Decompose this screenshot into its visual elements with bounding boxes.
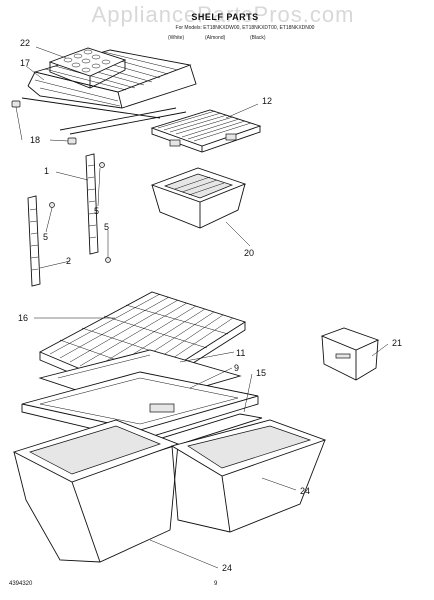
callout-11: 11 (236, 348, 245, 358)
callout-2: 2 (66, 256, 71, 266)
crisper-cover-frame (21, 371, 259, 441)
crisper-cover (150, 109, 262, 153)
callout-20: 20 (244, 248, 254, 258)
callout-22: 22 (20, 38, 30, 48)
callout-numbers: 22 17 12 18 1 5 5 5 2 20 16 11 9 15 21 2… (18, 38, 402, 573)
callout-17: 17 (20, 58, 30, 68)
crisper-drawer-left (12, 419, 180, 563)
egg-tray (48, 47, 127, 89)
meat-pan (150, 167, 247, 229)
color-white: (White) (168, 35, 185, 41)
callout-12: 12 (262, 96, 272, 106)
callout-21: 21 (392, 338, 402, 348)
callout-9: 9 (234, 363, 239, 373)
callout-24b: 24 (222, 563, 232, 573)
footer-part-number: 4394320 (9, 581, 33, 587)
leader-lines (15, 46, 389, 569)
callout-5b: 5 (43, 232, 48, 242)
callout-24a: 24 (300, 486, 310, 496)
diagram-title: SHELF PARTS (191, 12, 259, 22)
callout-15: 15 (256, 368, 266, 378)
color-almond: (Almond) (205, 35, 226, 41)
watermark-text: AppliancePartsPros.com (91, 2, 355, 27)
small-bin (320, 327, 380, 381)
callout-5a: 5 (94, 206, 99, 216)
screws (49, 162, 111, 263)
callout-18: 18 (30, 135, 40, 145)
shelf-tracks (27, 153, 99, 287)
color-black: (Black) (250, 35, 266, 41)
crisper-drawer-right (170, 419, 327, 533)
model-list: For Models: ET18NKXDW00, ET18NKXDT00, ET… (175, 25, 315, 31)
callout-16: 16 (18, 313, 28, 323)
footer-page-number: 9 (214, 581, 218, 587)
callout-1: 1 (44, 166, 49, 176)
callout-5c: 5 (104, 222, 109, 232)
